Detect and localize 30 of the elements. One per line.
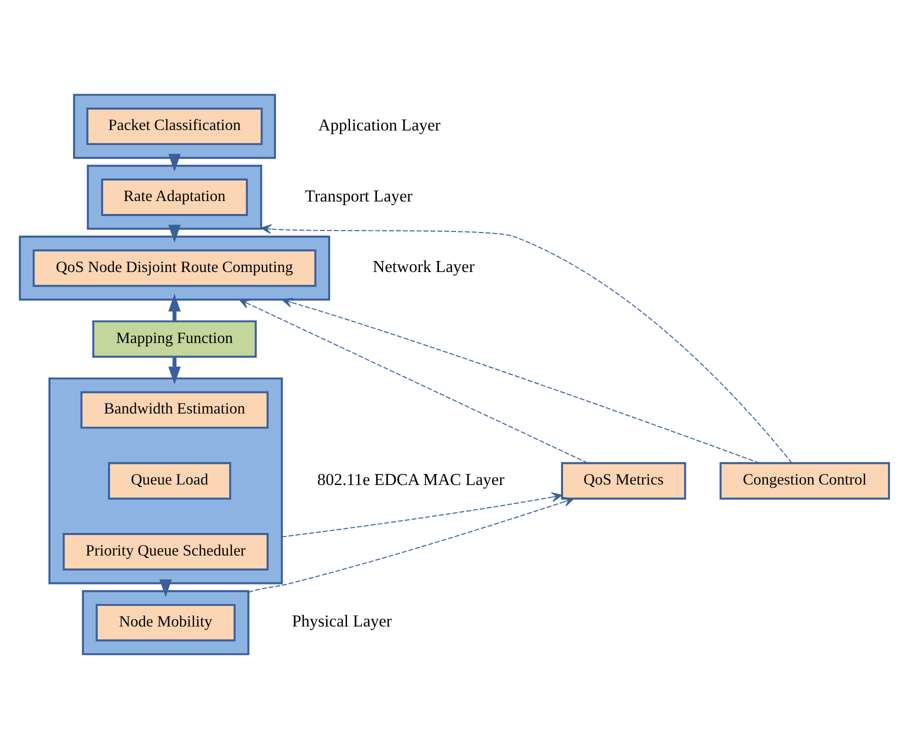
arrow [248,496,574,592]
label: Transport Layer [304,186,413,205]
cluster [86,164,262,230]
arrow [159,578,172,597]
node-box: Priority Queue Scheduler [62,532,269,570]
cluster [48,376,283,584]
arrow [281,492,562,537]
arrow [260,224,792,463]
arrow [168,293,181,321]
label: Network Layer [372,256,475,276]
node-box: Mapping Function [92,320,257,358]
arrow [168,356,181,384]
arrow [168,224,181,242]
node-box: Congestion Control [720,462,890,500]
node-box: QoS Metrics [561,462,686,500]
label: Physical Layer [292,611,392,630]
node-box: Queue Load [108,462,232,500]
cluster [82,590,250,655]
node-box: Node Mobility [96,603,236,641]
label: Application Layer [318,114,440,134]
arrow [239,298,588,464]
arrow [168,153,181,172]
node-box: Bandwidth Estimation [80,390,269,428]
cluster [18,235,330,300]
node-box: QoS Node Disjoint Route Computing [32,248,316,286]
arrow [282,297,760,464]
node-box: Rate Adaptation [101,178,248,216]
label: 802.11e EDCA MAC Layer [317,469,504,488]
node-box: Packet Classification [86,107,263,145]
cluster [73,93,276,158]
